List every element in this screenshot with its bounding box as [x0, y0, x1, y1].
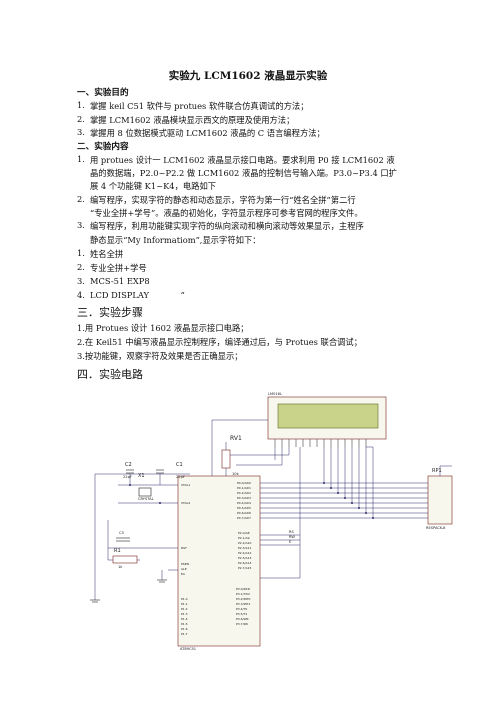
mcu-pin-p31: P3.1/TXD: [236, 592, 250, 596]
mcu-pin-p32: P3.2/INT0: [236, 597, 251, 601]
aim-item-1-num: 1.: [77, 100, 85, 110]
content-line-4-num: 2.: [77, 194, 85, 204]
c3-label: C3: [119, 531, 124, 535]
mcu-pin-p36: P3.6/WR: [236, 617, 249, 621]
mcu-pin-p26: P2.6/A14: [238, 561, 252, 565]
c2-value: 22pF: [123, 475, 132, 479]
display-item-3: MCS-51 EXP8: [90, 276, 150, 286]
aim-item-3: 掌握用 8 位数据模式驱动 LCM1602 液晶的 C 语言编程方法；: [90, 128, 325, 138]
section-heading-content: 二、实验内容: [77, 142, 129, 152]
mcu-pin-p22: P2.2/A10: [238, 541, 252, 545]
lcd-screen: [277, 403, 379, 429]
mcu-pin-xtal1: XTAL1: [181, 483, 190, 487]
c1-value: 22pF: [176, 475, 185, 479]
mcu-pin-p33: P3.3/INT1: [236, 602, 251, 606]
rp1-part: RESPACK-8: [426, 526, 446, 530]
rp1-label: RP1: [432, 468, 442, 474]
rv1-label: RV1: [230, 435, 242, 442]
aim-item-3-num: 3.: [77, 127, 85, 137]
net-rw: RW: [289, 535, 295, 539]
mcu-pin-p17: P1.7: [181, 632, 188, 636]
x1-label: X1: [138, 473, 145, 479]
rv1-body: [221, 449, 231, 469]
x1-value: CRYSTAL: [138, 497, 154, 501]
mcu-pin-ea: EA: [181, 572, 186, 576]
mcu-pin-p15: P1.5: [181, 622, 188, 626]
content-line-7: 静态显示“My Informatiom”,显示字符如下：: [90, 235, 261, 245]
mcu-pin-p07: P0.7/AD7: [237, 516, 251, 520]
mcu-pin-p24: P2.4/A12: [238, 551, 252, 555]
display-item-2: 专业全拼+学号: [90, 263, 147, 273]
mcu-pin-p21: P2.1/A9: [238, 536, 250, 540]
content-line-1-num: 1.: [77, 154, 85, 164]
mcu-pin-p30: P3.0/RXD: [236, 587, 251, 591]
mcu-pin-p11: P1.1: [181, 602, 188, 606]
rp1-body: [427, 475, 453, 525]
content-line-6: 编写程序，利用功能键实现字符的纵向滚动和横向滚动等效果显示，主程序: [90, 221, 364, 231]
mcu-pin-p16: P1.6: [181, 627, 188, 631]
display-item-3-num: 3.: [77, 276, 85, 286]
section-heading-circuit: 四．实验电路: [77, 368, 143, 381]
section-heading-steps: 三．实验步骤: [77, 306, 143, 319]
mcu-pin-xtal2: XTAL2: [181, 501, 190, 505]
mcu-pin-p20: P2.0/A8: [238, 531, 250, 535]
mcu-pin-p04: P0.4/AD4: [237, 501, 251, 505]
lcd-label: LM016L: [268, 392, 282, 396]
r1-body: [112, 555, 138, 564]
c1-label: C1: [176, 462, 183, 468]
mcu-pin-rst: RST: [181, 546, 187, 550]
content-line-4: 编写程序，实现字符的静态和动态显示，字符为第一行“姓名全拼”第二行: [90, 195, 356, 205]
mcu-pin-p02: P0.2/AD2: [237, 491, 251, 495]
mcu-pin-p13: P1.3: [181, 612, 188, 616]
mcu-pin-p10: P1.0: [181, 597, 188, 601]
mcu-pin-p27: P2.7/A15: [238, 566, 252, 570]
section-heading-aim: 一、实验目的: [77, 88, 129, 98]
display-item-4-num: 4.: [77, 290, 85, 300]
mcu-pin-p35: P3.5/T1: [236, 612, 247, 616]
net-e: E: [289, 540, 292, 544]
r1-value: 1k: [118, 565, 123, 569]
mcu-pin-p34: P3.4/T0: [236, 607, 247, 611]
mcu-label: AT89C51: [180, 647, 196, 651]
r1-label: R1: [114, 548, 121, 554]
aim-item-1: 掌握 keil C51 软件与 protues 软件联合仿真调试的方法；: [90, 101, 309, 111]
step-line-2: 2.在 Keil51 中编写液晶显示控制程序，编译通过后，与 Protues 联…: [77, 337, 363, 347]
rv1-value: 10k: [232, 472, 240, 476]
mcu-body: [177, 475, 261, 647]
mcu-pin-p12: P1.2: [181, 607, 188, 611]
mcu-pin-p06: P0.6/AD6: [237, 511, 251, 515]
content-line-2: 晶的数据端，P2.0~P2.2 做 LCM1602 液晶的控制信号输入端。P3.…: [90, 168, 397, 178]
mcu-pin-p37: P3.7/RD: [236, 622, 249, 626]
mcu-pin-p01: P0.1/AD1: [237, 486, 251, 490]
display-item-4: LCD DISPLAY ”: [90, 290, 185, 300]
mcu-pin-p23: P2.3/A11: [238, 546, 252, 550]
aim-item-2-num: 2.: [77, 114, 85, 124]
mcu-pin-p14: P1.4: [181, 617, 188, 621]
aim-item-2: 掌握 LCM1602 液晶模块显示西文的原理及使用方法；: [90, 115, 295, 125]
display-item-1-num: 1.: [77, 248, 85, 258]
content-line-5: “专业全拼+学号”。液晶的初始化，字符显示程序可参考官网的程序文件。: [90, 208, 363, 218]
content-line-6-num: 3.: [77, 220, 85, 230]
net-rs: RS: [289, 530, 294, 534]
step-line-3: 3.按功能键，观察字符及效果是否正确显示；: [77, 351, 243, 361]
page-title: 实验九 LCM1602 液晶显示实验: [168, 70, 328, 82]
display-item-2-num: 2.: [77, 262, 85, 272]
display-item-1: 姓名全拼: [90, 249, 124, 259]
content-line-1: 用 protues 设计一 LCM1602 液晶显示接口电路。要求利用 P0 接…: [90, 155, 395, 165]
mcu-pin-ale: ALE: [181, 567, 187, 571]
mcu-pin-p03: P0.3/AD3: [237, 496, 251, 500]
mcu-pin-psen: PSEN: [181, 562, 189, 566]
content-line-3: 展 4 个功能键 K1~K4，电路如下: [90, 181, 217, 191]
mcu-pin-p00: P0.0/AD0: [237, 481, 251, 485]
mcu-pin-p05: P0.5/AD5: [237, 506, 251, 510]
mcu-pin-p25: P2.5/A13: [238, 556, 252, 560]
c2-label: C2: [125, 462, 132, 468]
crystal-x1: [138, 487, 152, 497]
step-line-1: 1.用 Protues 设计 1602 液晶显示接口电路；: [77, 323, 249, 333]
